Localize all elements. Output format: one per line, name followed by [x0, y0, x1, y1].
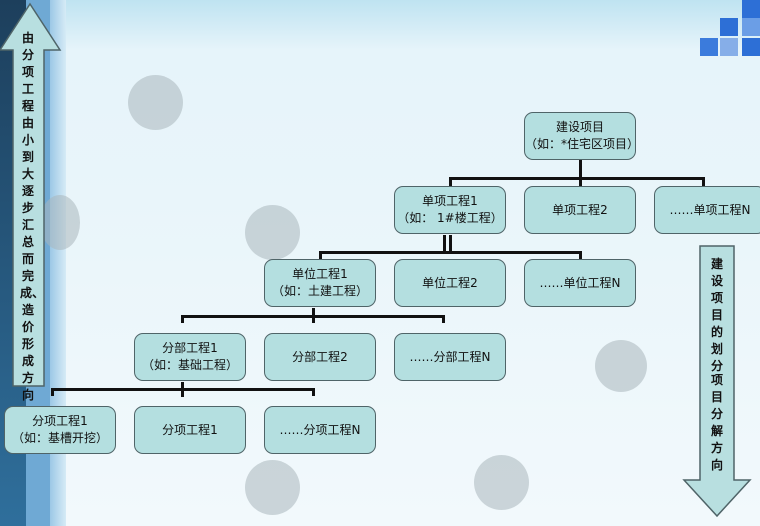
upward-arrow: [0, 2, 62, 387]
node-unit-1: 单位工程1 （如：土建工程）: [264, 259, 376, 307]
node-item-n: ……分项工程N: [264, 406, 376, 454]
node-label: 建设项目: [555, 120, 604, 134]
node-label: 分项工程1: [32, 414, 88, 428]
node-single-1: 单项工程1 （如： 1#楼工程）: [394, 186, 506, 234]
node-example: （如：基槽开挖）: [11, 431, 108, 445]
node-single-n: ……单项工程N: [654, 186, 760, 234]
node-label: 单位工程1: [292, 267, 348, 281]
downward-arrow-label-bottom: 项目分解方向: [710, 373, 723, 472]
decorative-circle: [245, 205, 300, 260]
node-label: ……单位工程N: [539, 275, 621, 290]
background-stripe-light: [50, 0, 66, 526]
decorative-circle: [595, 340, 647, 392]
node-part-1: 分部工程1 （如：基础工程）: [134, 333, 246, 381]
node-part-2: 分部工程2: [264, 333, 376, 381]
node-label: 分部工程1: [162, 341, 218, 355]
node-label: 单项工程2: [552, 202, 608, 217]
node-example: （如： 1#楼工程）: [397, 211, 503, 225]
downward-arrow: [682, 245, 752, 518]
node-label: 分项工程1: [162, 422, 218, 437]
decorative-circle: [245, 460, 300, 515]
node-label: ……分部工程N: [409, 349, 491, 364]
node-example: （如：*住宅区项目）: [525, 137, 640, 151]
downward-arrow-label-top: 建设项目的划分: [710, 257, 723, 373]
decorative-circle: [474, 455, 529, 510]
node-label: 单项工程1: [422, 194, 478, 208]
decorative-circle: [128, 75, 183, 130]
node-project: 建设项目 （如：*住宅区项目）: [524, 112, 640, 160]
node-label: ……单项工程N: [669, 202, 751, 217]
decorative-circle: [40, 195, 80, 250]
node-item-1a: 分项工程1 （如：基槽开挖）: [4, 406, 116, 454]
node-unit-2: 单位工程2: [394, 259, 506, 307]
upward-arrow-label: 由分项工程由小到大逐步汇总而完成、造价形成方向: [20, 31, 45, 402]
node-single-2: 单项工程2: [524, 186, 636, 234]
node-label: ……分项工程N: [279, 422, 361, 437]
node-example: （如：土建工程）: [271, 284, 368, 298]
node-item-1b: 分项工程1: [134, 406, 246, 454]
node-unit-n: ……单位工程N: [524, 259, 636, 307]
node-label: 单位工程2: [422, 275, 478, 290]
node-label: 分部工程2: [292, 349, 348, 364]
node-example: （如：基础工程）: [141, 358, 238, 372]
node-part-n: ……分部工程N: [394, 333, 506, 381]
